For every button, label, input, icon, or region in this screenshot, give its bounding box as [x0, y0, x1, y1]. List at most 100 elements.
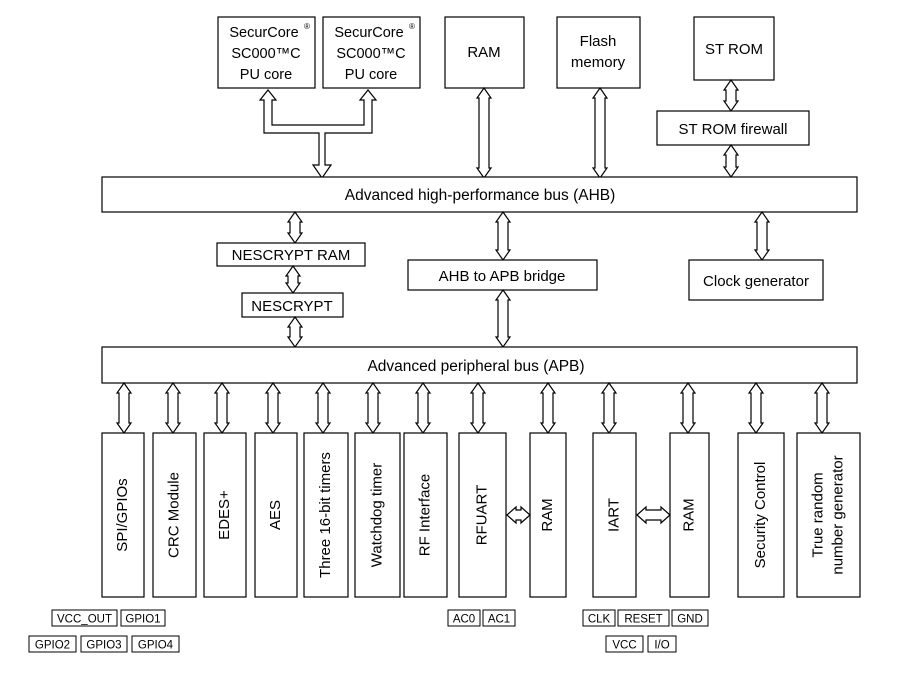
apb-aes-arrow: [264, 381, 282, 435]
flash-label-2: memory: [571, 54, 626, 71]
pin-label: GPIO2: [35, 640, 70, 652]
pin-label: CLK: [588, 614, 611, 626]
pin-label: I/O: [654, 640, 669, 652]
nescrypt-ram-nescrypt-arrow: [284, 264, 302, 295]
cpu-core-name: SecurCore: [229, 25, 298, 41]
pin-spi: [131, 635, 180, 653]
st-rom-firewall-arrow: [722, 78, 740, 113]
cpu-core-1: [217, 16, 316, 89]
top-ram-label: RAM: [467, 44, 500, 61]
nescrypt-block: [241, 292, 344, 318]
ahb-apb-bridge-label: AHB to APB bridge: [439, 268, 566, 285]
aes-block: [254, 432, 298, 598]
iart-label: IART: [605, 498, 622, 532]
ahb-bridge-arrow: [494, 210, 512, 262]
apb-edes-arrow: [213, 381, 231, 435]
rf-interface-label: RF Interface: [416, 474, 433, 557]
security-control-block: [737, 432, 785, 598]
apb-watchdog-arrow: [364, 381, 382, 435]
ahb-apb-bridge-block: [407, 259, 598, 291]
clock-generator-block: [688, 259, 824, 301]
pin-label: GND: [677, 614, 703, 626]
rfuart-ram-label: RAM: [539, 498, 556, 531]
nescrypt-ram-block: [216, 242, 366, 267]
rfuart-label: RFUART: [473, 485, 490, 546]
spi-gpios-label: SPI/GPIOs: [114, 478, 131, 551]
apb-rfuart-ram-arrow: [539, 381, 557, 435]
pin-rf: [482, 609, 516, 627]
st-rom-firewall-label: ST ROM firewall: [679, 121, 788, 138]
apb-crc-module-arrow: [164, 381, 182, 435]
apb-security-control-arrow: [747, 381, 765, 435]
apb-rf-interface-arrow: [414, 381, 432, 435]
watchdog-block: [354, 432, 401, 598]
bridge-apb-arrow: [494, 288, 512, 349]
pin-label: GPIO4: [138, 640, 174, 652]
iart-ram-arrow: [636, 505, 671, 525]
trng-block: [796, 432, 861, 598]
flash-ahb-arrow: [591, 86, 609, 180]
registered-mark: ®: [304, 22, 310, 31]
pin-label: VCC: [612, 640, 636, 652]
spi-gpios-block: [101, 432, 145, 598]
cpu-core-model: SC000™C: [231, 46, 300, 62]
apb-bus: [101, 346, 858, 384]
timers-block: [303, 432, 349, 598]
cpu-ahb-merge-arrow: [258, 89, 378, 180]
trng-label-2: number generator: [829, 455, 846, 574]
nescrypt-label: NESCRYPT: [251, 298, 332, 315]
pin-spi: [51, 609, 118, 627]
pin-label: VCC_OUT: [57, 614, 112, 626]
pin-iso: [582, 609, 616, 627]
pin-iso: [617, 609, 670, 627]
ahb-clock-arrow: [753, 210, 771, 262]
pin-label: RESET: [624, 614, 662, 626]
cpu-core-name: SecurCore: [334, 25, 403, 41]
edes-block: [203, 432, 247, 598]
apb-timers-arrow: [314, 381, 332, 435]
top-ram-block: [444, 16, 525, 89]
security-control-label: Security Control: [752, 462, 769, 569]
aes-label: AES: [267, 500, 284, 530]
pin-spi: [28, 635, 77, 653]
cpu-core-label: PU core: [345, 67, 397, 83]
cpu-core-2: [322, 16, 421, 89]
crc-module-block: [152, 432, 197, 598]
apb-spi-gpios-arrow: [115, 381, 133, 435]
iart-block: [592, 432, 637, 598]
rfuart-ram-arrow: [506, 505, 531, 525]
flash-label-1: Flash: [580, 33, 617, 50]
apb-iart-arrow: [600, 381, 618, 435]
iart-ram-label: RAM: [680, 498, 697, 531]
pin-iso: [647, 635, 677, 653]
edes-label: EDES+: [216, 490, 233, 540]
pin-iso: [671, 609, 709, 627]
apb-trng-arrow: [813, 381, 831, 435]
pin-label: GPIO3: [86, 640, 121, 652]
pin-spi: [80, 635, 128, 653]
pin-iso: [605, 635, 644, 653]
pin-label: AC1: [488, 614, 510, 626]
nescrypt-ram-label: NESCRYPT RAM: [232, 247, 351, 264]
st-rom-firewall-block: [656, 110, 810, 146]
ahb-nescrypt-ram-arrow: [286, 210, 304, 245]
pin-label: GPIO1: [125, 614, 160, 626]
cpu-core-label: PU core: [240, 67, 292, 83]
apb-iart-ram-arrow: [679, 381, 697, 435]
st-rom-block: [693, 16, 775, 81]
rf-interface-block: [403, 432, 448, 598]
trng-label-1: True random: [809, 472, 826, 557]
rfuart-block: [458, 432, 507, 598]
crc-module-label: CRC Module: [165, 472, 182, 558]
st-rom-label: ST ROM: [705, 41, 763, 58]
ahb-bus-label: Advanced high-performance bus (AHB): [345, 187, 616, 204]
watchdog-label: Watchdog timer: [368, 463, 385, 567]
pin-label: AC0: [453, 614, 475, 626]
iart-ram-block: [669, 432, 710, 598]
timers-label: Three 16-bit timers: [317, 452, 334, 578]
flash-memory-block: [556, 16, 641, 89]
ahb-bus: [101, 176, 858, 213]
firewall-ahb-arrow: [722, 143, 740, 179]
cpu-core-model: SC000™C: [336, 46, 405, 62]
